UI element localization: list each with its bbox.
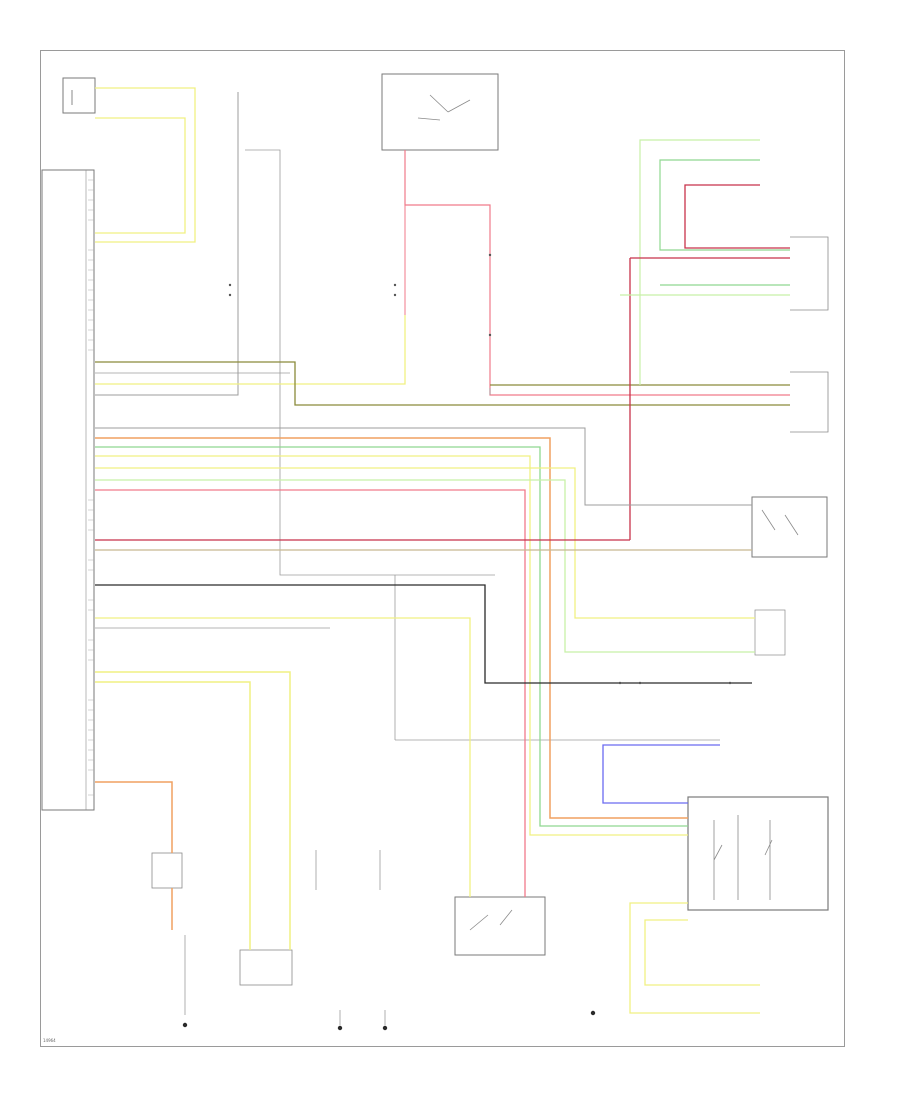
wires	[95, 87, 790, 1025]
indicator-box	[754, 609, 786, 656]
right-upper-connector	[790, 236, 829, 311]
module-terminals	[88, 179, 94, 796]
left-pretensioner-box	[239, 949, 293, 986]
ignition-switch-box	[381, 73, 499, 151]
connector-dots	[228, 253, 732, 685]
srs-module-connector	[41, 169, 95, 811]
right-mid-connector	[790, 371, 829, 433]
front-passenger-sensor-box	[62, 77, 96, 114]
left-front-sensor-box	[454, 896, 546, 956]
diagram-frame	[40, 50, 845, 1047]
right-front-sensor-box	[751, 496, 828, 558]
ground-symbols	[182, 1010, 596, 1031]
passenger-airbag-switch-box	[687, 796, 829, 911]
diagram-footer: 14964	[43, 1038, 56, 1043]
bottom-left-sensor-box	[151, 852, 183, 889]
